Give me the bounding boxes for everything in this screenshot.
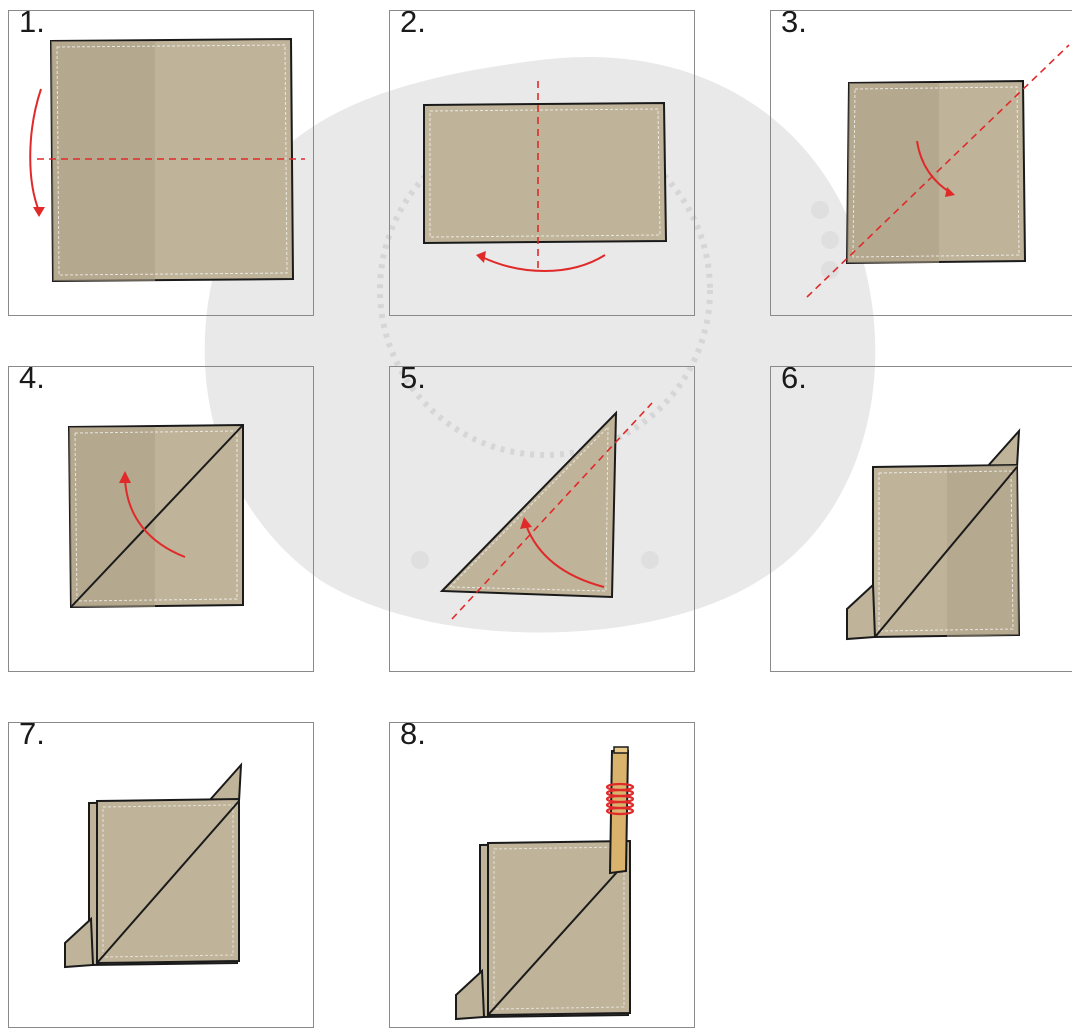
step-8-illustration [390, 723, 695, 1028]
step-6-illustration [771, 367, 1072, 672]
step-2-illustration [390, 11, 695, 316]
step-panel-7: 7. [8, 722, 314, 1028]
step-panel-4: 4. [8, 366, 314, 672]
step-1-illustration [9, 11, 314, 316]
step-panel-2: 2. [389, 10, 695, 316]
step-7-illustration [9, 723, 314, 1028]
step-4-illustration [9, 367, 314, 672]
step-panel-1: 1. [8, 10, 314, 316]
bamboo-stick [610, 747, 628, 873]
step-panel-8: 8. [389, 722, 695, 1028]
step-panel-6: 6. [770, 366, 1072, 672]
step-5-illustration [390, 367, 695, 672]
step-panel-5: 5. [389, 366, 695, 672]
step-3-illustration [771, 11, 1072, 316]
step-panel-3: 3. [770, 10, 1072, 316]
